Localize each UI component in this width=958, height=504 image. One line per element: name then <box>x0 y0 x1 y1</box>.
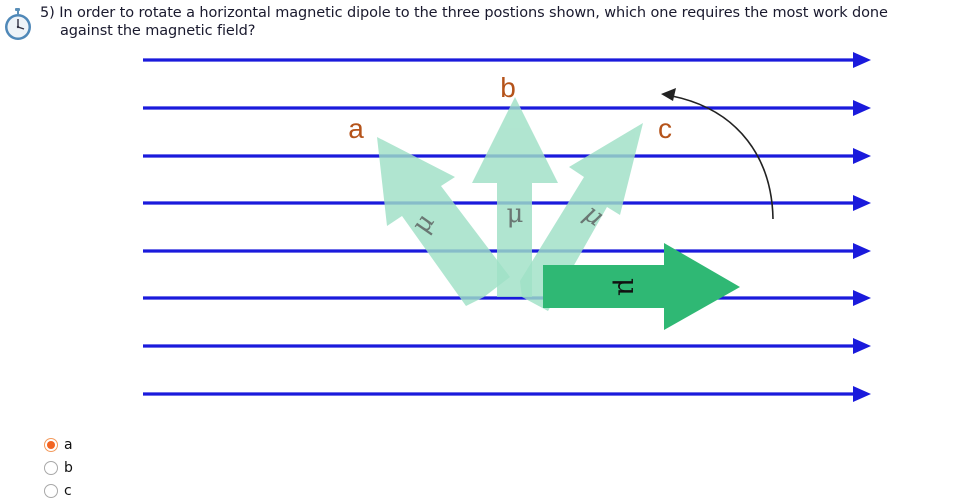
dipole-arrow-horizontal: μ <box>543 243 740 330</box>
magnetic-dipole-figure: μ μ μ μ a b c <box>143 52 871 402</box>
svg-text:μ: μ <box>507 199 524 229</box>
field-line <box>143 290 871 306</box>
option-b[interactable]: b <box>44 456 73 479</box>
answer-options: a b c <box>44 433 73 502</box>
magnetic-field-lines <box>143 52 871 402</box>
option-label-a: a <box>64 436 73 453</box>
radio-b[interactable] <box>44 460 58 475</box>
field-line <box>143 386 871 402</box>
dipole-arrow-b: μ <box>472 97 558 297</box>
option-label-c: c <box>64 482 72 499</box>
question-number: 5) <box>40 5 55 21</box>
dipole-arrow-a: μ <box>377 137 510 306</box>
question-text: 5) In order to rotate a horizontal magne… <box>40 4 955 40</box>
option-a[interactable]: a <box>44 433 73 456</box>
svg-text:μ: μ <box>612 278 645 296</box>
question-line-1: In order to rotate a horizontal magnetic… <box>59 5 888 21</box>
radio-a[interactable] <box>44 437 58 452</box>
field-line <box>143 338 871 354</box>
label-a: a <box>348 113 364 144</box>
field-line <box>143 52 871 68</box>
rotation-arrow-icon <box>661 88 774 220</box>
question-line-2: against the magnetic field? <box>60 23 256 39</box>
label-c: c <box>658 113 672 144</box>
radio-c[interactable] <box>44 483 58 498</box>
option-c[interactable]: c <box>44 479 73 502</box>
option-label-b: b <box>64 459 73 476</box>
stopwatch-icon <box>5 8 31 40</box>
label-b: b <box>500 72 516 103</box>
field-line <box>143 100 871 116</box>
